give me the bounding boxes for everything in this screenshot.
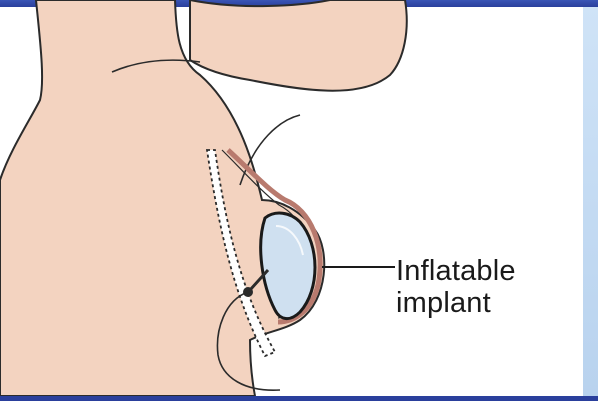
callout-label-line2: implant xyxy=(396,288,491,318)
breast-implant-illustration xyxy=(0,0,583,396)
right-border xyxy=(583,7,598,401)
raised-arm xyxy=(190,0,407,91)
callout-label-line1: Inflatable xyxy=(396,256,516,286)
bottom-border xyxy=(0,396,598,401)
